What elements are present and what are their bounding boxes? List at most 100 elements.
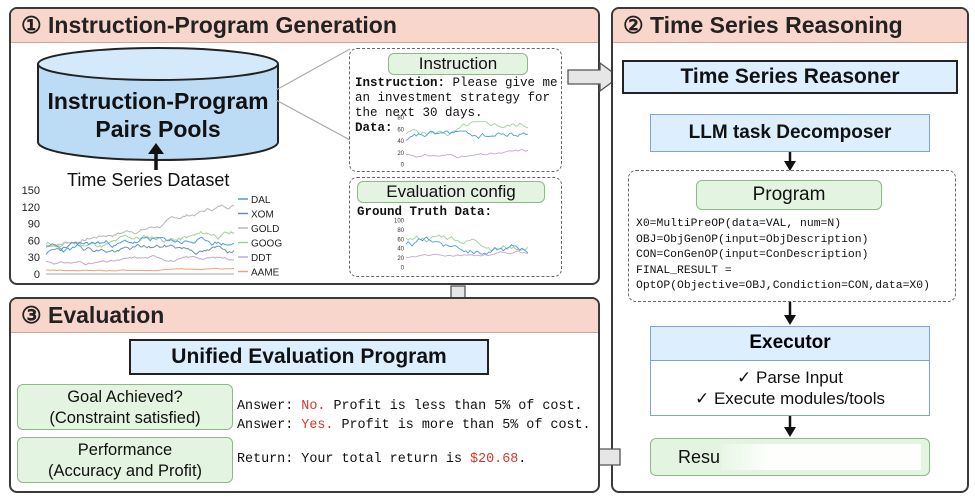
- mini-series-line: [405, 236, 529, 256]
- series-line-goog: [45, 230, 235, 248]
- legend-label: GOOG: [251, 239, 282, 250]
- answer-line-no: Answer: No. Profit is less than 5% of co…: [237, 397, 591, 416]
- y-tick-label: 0: [34, 269, 40, 280]
- executor-item: ✓ Parse Input: [737, 368, 843, 387]
- y-tick-label: 60: [28, 235, 40, 247]
- mini-y-tick: 60: [397, 127, 404, 133]
- performance-line-2: (Accuracy and Profit): [47, 462, 203, 480]
- program-line: OBJ=ObjGenOP(input=ObjDescription): [636, 233, 869, 246]
- mini-y-tick: 40: [397, 139, 404, 145]
- watermark-smudge: [721, 444, 921, 470]
- arrow-down-icon: [784, 302, 796, 325]
- series-line-ddt: [45, 254, 235, 266]
- panel-title: ② Time Series Reasoning: [613, 9, 967, 43]
- series-line-aame: [45, 267, 235, 272]
- return-suffix: .: [518, 452, 527, 467]
- legend-label: XOM: [251, 210, 274, 221]
- mini-series-line: [405, 149, 529, 159]
- mini-y-tick: 0: [401, 163, 405, 169]
- ground-truth-label: Ground Truth Data:: [357, 205, 493, 219]
- unified-evaluation-program-box: Unified Evaluation Program: [129, 339, 489, 375]
- mini-y-tick: 60: [397, 237, 404, 243]
- series-line-gold: [45, 204, 235, 248]
- series-line-dal: [45, 237, 235, 255]
- program-line: FINAL_RESULT =: [636, 264, 732, 277]
- instruction-data-chart: 80 60 40 20 0: [397, 116, 529, 169]
- evaluation-config-box: [349, 177, 562, 277]
- panel-title: ① Instruction-Program Generation: [11, 9, 598, 43]
- y-tick-label: 90: [28, 219, 40, 231]
- mini-y-tick: 0: [401, 266, 405, 272]
- time-series-chart: 150 120 90 60 30 0 DAL XOM GOLD GOOG DDT AAME: [22, 185, 283, 280]
- legend-label: DDT: [251, 253, 272, 264]
- pool-label-line-2: Pairs Pools: [95, 116, 221, 142]
- instruction-header: Instruction: [388, 53, 528, 75]
- llm-task-decomposer-box: LLM task Decomposer: [650, 114, 930, 152]
- instruction-text-3: the next 30 days.: [355, 106, 483, 120]
- mini-series-line: [405, 130, 529, 141]
- instruction-text-2: an investment strategy for: [355, 91, 551, 105]
- answer-rest: Profit is less than 5% of cost.: [325, 399, 583, 414]
- legend-label: DAL: [251, 195, 271, 206]
- connector-lines: [275, 48, 351, 141]
- executor-items: ✓ Parse Input ✓ Execute modules/tools: [651, 361, 929, 409]
- y-tick-label: 30: [28, 252, 40, 264]
- legend-label: GOLD: [251, 224, 279, 235]
- return-line: Return: Your total return is $20.68.: [237, 452, 526, 467]
- y-tick-label: 120: [22, 202, 40, 214]
- mini-series-line: [405, 234, 529, 251]
- answer-verdict: Yes.: [301, 418, 334, 433]
- arrow-down-icon: [784, 416, 796, 437]
- answer-prefix: Answer:: [237, 399, 302, 414]
- mini-y-tick: 100: [394, 219, 405, 225]
- mini-y-tick: 20: [397, 256, 404, 262]
- dataset-label: Time Series Dataset: [67, 170, 230, 190]
- pool-label: Instruction-Program Pairs Pools: [36, 87, 280, 143]
- right-arrow-icon: [567, 62, 621, 92]
- mini-series-line: [405, 250, 529, 259]
- goal-line-1: Goal Achieved?: [67, 388, 183, 406]
- mini-series-line: [405, 121, 529, 137]
- program-box: [628, 170, 956, 302]
- executor-item: ✓ Execute modules/tools: [694, 389, 885, 408]
- performance-box: Performance (Accuracy and Profit): [17, 437, 233, 483]
- mini-y-tick: 20: [397, 151, 404, 157]
- mini-y-tick: 80: [397, 228, 404, 234]
- legend-label: AAME: [251, 268, 280, 279]
- time-series-reasoner-box: Time Series Reasoner: [622, 60, 958, 94]
- ground-truth-chart: 100 80 60 40 20 0: [394, 219, 529, 272]
- mini-y-tick: 80: [397, 116, 404, 122]
- program-line: CON=ConGenOP(input=ConDescription): [636, 249, 869, 261]
- executor-header: Executor: [651, 327, 929, 361]
- return-prefix: Return: Your total return is: [237, 452, 471, 467]
- instruction-text: Instruction: Please give me an investmen…: [355, 76, 558, 136]
- data-label: Data:: [355, 121, 393, 135]
- answer-rest: Profit is more than 5% of cost.: [333, 418, 591, 433]
- goal-achieved-box: Goal Achieved? (Constraint satisfied): [17, 384, 233, 430]
- up-arrow-icon: [148, 143, 164, 170]
- goal-line-2: (Constraint satisfied): [49, 409, 201, 427]
- mini-y-tick: 40: [397, 247, 404, 253]
- executor-box: Executor ✓ Parse Input ✓ Execute modules/…: [650, 326, 930, 416]
- program-line: OptOP(Objective=OBJ,Condiction=CON,data=…: [636, 280, 930, 292]
- result-box: Resu: [650, 438, 930, 476]
- answer-line-yes: Answer: Yes. Profit is more than 5% of c…: [237, 416, 591, 435]
- evaluation-config-header: Evaluation config: [357, 181, 545, 203]
- answers: Answer: No. Profit is less than 5% of co…: [237, 397, 591, 435]
- instruction-box: [349, 48, 562, 172]
- panel-title: ③ Evaluation: [11, 299, 598, 333]
- program-line: X0=MultiPreOP(data=VAL, num=N): [636, 218, 842, 230]
- performance-line-1: Performance: [77, 441, 173, 459]
- y-tick-label: 150: [22, 185, 40, 197]
- instruction-text-1: Please give me: [445, 76, 558, 90]
- arrow-down-icon: [784, 152, 796, 171]
- database-cylinder-icon: [37, 47, 279, 161]
- pool-label-line-1: Instruction-Program: [47, 88, 269, 114]
- instruction-label: Instruction:: [355, 76, 446, 90]
- answer-verdict: No.: [301, 399, 326, 414]
- answer-prefix: Answer:: [237, 418, 302, 433]
- program-code: X0=MultiPreOP(data=VAL, num=N) OBJ=ObjGen…: [636, 217, 930, 295]
- return-value: $20.68: [470, 452, 519, 467]
- program-header: Program: [696, 180, 882, 210]
- result-label: Resu: [678, 447, 721, 467]
